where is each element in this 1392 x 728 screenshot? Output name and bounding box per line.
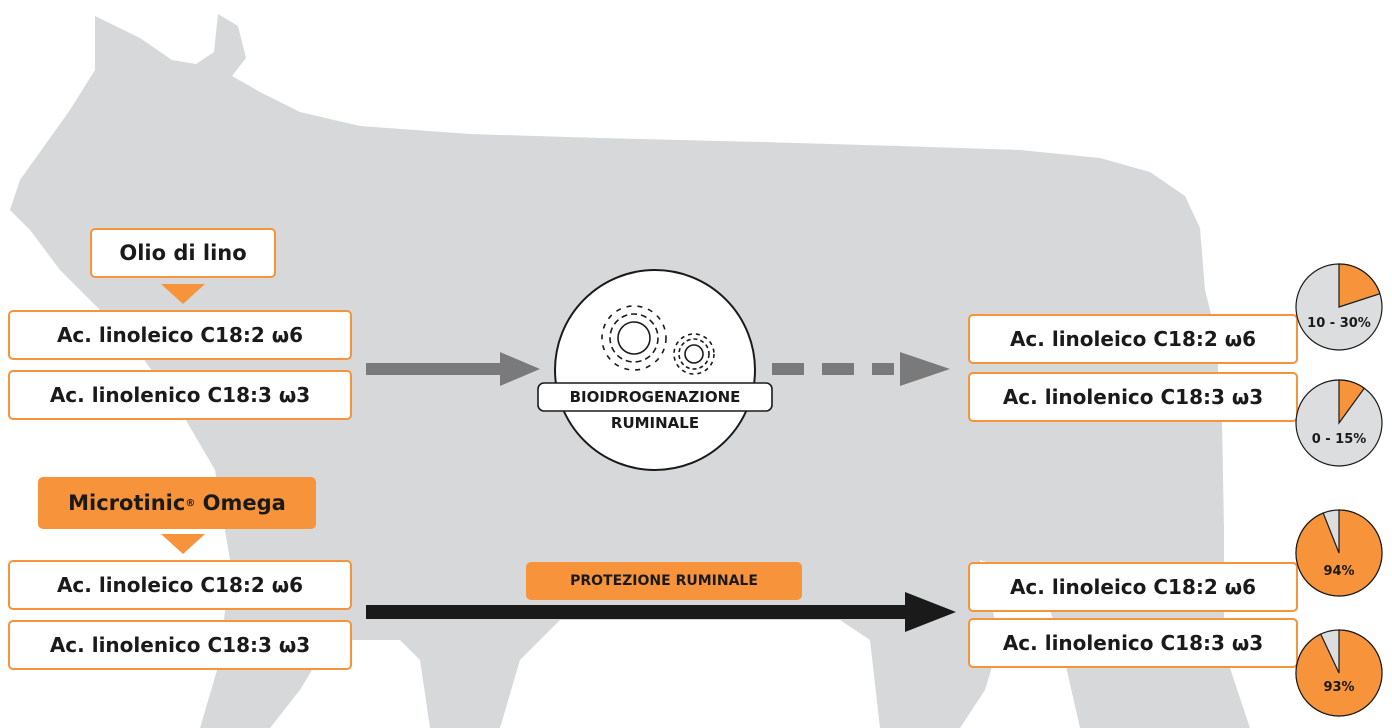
pie-label: 93% <box>1323 680 1355 695</box>
pie-chart-linoleico-top <box>1295 263 1383 351</box>
top-input-linoleico: Ac. linoleico C18:2 ω6 <box>8 310 352 360</box>
protezione-ruminale-tag: PROTEZIONE RUMINALE <box>526 562 802 600</box>
pie-slice <box>1338 263 1381 308</box>
pie-chart-linoleico-bottom <box>1295 509 1383 597</box>
source-microtinic-omega: Microtinic® Omega <box>38 477 316 529</box>
process-label-line1: BIOIDROGENAZIONE <box>569 388 741 406</box>
top-input-linolenico: Ac. linolenico C18:3 ω3 <box>8 370 352 420</box>
source-arrow-down <box>161 284 205 304</box>
pie-slice <box>1295 509 1383 597</box>
source-arrow-down <box>161 534 205 554</box>
pie-label: 10 - 30% <box>1307 316 1371 331</box>
pie-label: 0 - 15% <box>1311 432 1367 447</box>
pie-chart-linolenico-bottom <box>1295 629 1383 717</box>
pie-chart-linolenico-top <box>1295 379 1383 467</box>
pie-slice <box>1295 629 1383 717</box>
source-name: Microtinic <box>68 491 186 515</box>
bottom-output-linolenico: Ac. linolenico C18:3 ω3 <box>968 618 1298 668</box>
bottom-output-linoleico: Ac. linoleico C18:2 ω6 <box>968 562 1298 612</box>
process-label-line2: RUMINALE <box>610 414 700 432</box>
bottom-input-linolenico: Ac. linolenico C18:3 ω3 <box>8 620 352 670</box>
top-output-linolenico: Ac. linolenico C18:3 ω3 <box>968 372 1298 422</box>
top-output-linoleico: Ac. linoleico C18:2 ω6 <box>968 314 1298 364</box>
source-olio-di-lino: Olio di lino <box>90 228 276 278</box>
registered-mark: ® <box>185 497 196 509</box>
bottom-input-linoleico: Ac. linoleico C18:2 ω6 <box>8 560 352 610</box>
source-suffix: Omega <box>195 491 286 515</box>
pie-slice <box>1338 379 1366 425</box>
pie-label: 94% <box>1323 564 1355 579</box>
